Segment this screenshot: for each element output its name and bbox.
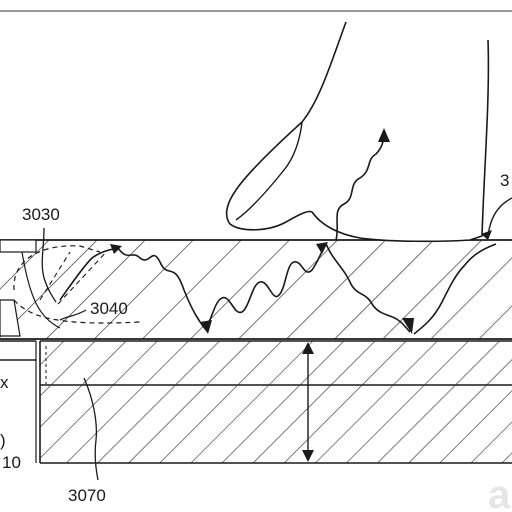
leader-3070: [83, 377, 99, 481]
bottom-layer: [39, 341, 512, 464]
edge-feature: [0, 239, 141, 337]
leader-3030: [41, 227, 57, 303]
leader-3040: [59, 309, 87, 321]
label-3040: 3040: [90, 299, 128, 318]
top-cover-layer: [0, 239, 512, 340]
middle-layer: [40, 340, 512, 386]
thickness-arrow: [302, 342, 314, 462]
light-path: [59, 128, 497, 335]
label-left-partial-paren: ): [0, 431, 6, 450]
label-right-partial: 3: [500, 171, 509, 190]
label-left-partial-x: x: [0, 373, 9, 392]
leader-right: [481, 197, 512, 240]
label-3030: 3030: [22, 205, 60, 224]
label-3070: 3070: [68, 486, 106, 505]
label-left-partial-10: 10: [2, 453, 21, 472]
dashed-envelope: [13, 245, 101, 291]
finger: [225, 21, 490, 243]
watermark: a: [488, 473, 511, 512]
side-component: [0, 340, 47, 463]
